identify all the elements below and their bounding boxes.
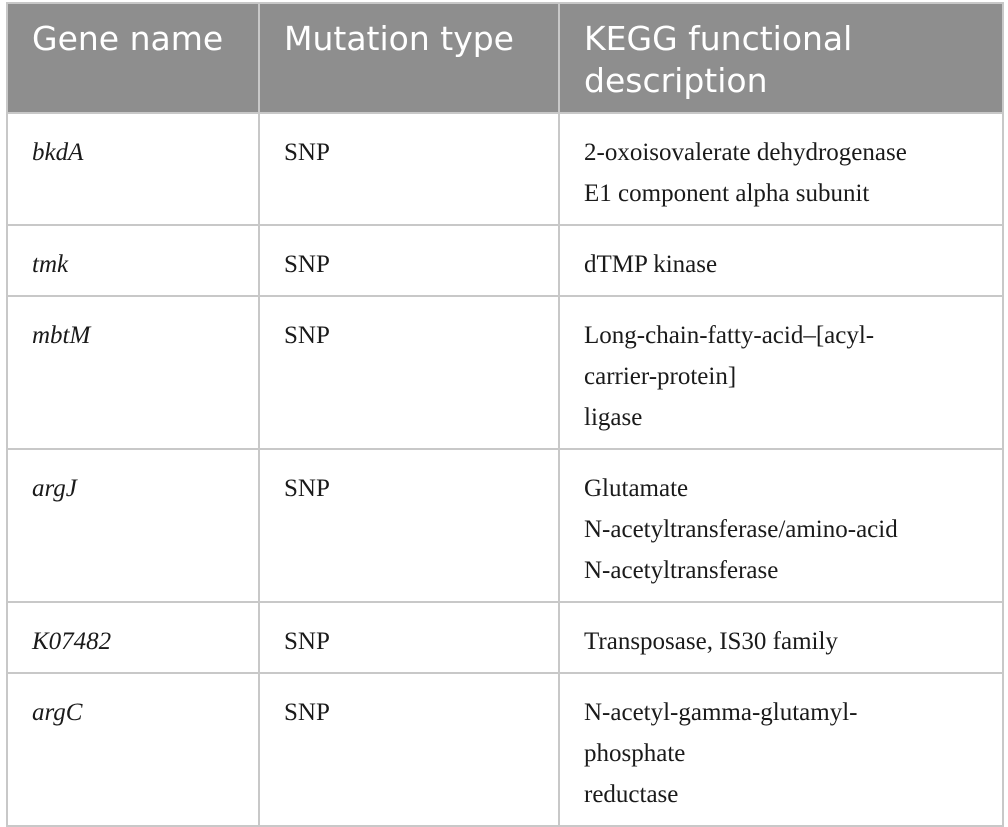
gene-mutation-table: Gene name Mutation type KEGG functional … xyxy=(6,2,1004,827)
header-kegg-line-2: description xyxy=(584,61,768,100)
gene-cell: K07482 xyxy=(6,601,260,674)
header-gene-name: Gene name xyxy=(6,2,260,114)
gene-cell: argJ xyxy=(6,448,260,603)
description-cell: Long-chain-fatty-acid–[acyl- carrier-pro… xyxy=(558,295,1004,450)
table-row: tmk SNP dTMP kinase xyxy=(6,224,1004,297)
mutation-cell: SNP xyxy=(258,448,560,603)
gene-cell: bkdA xyxy=(6,112,260,226)
description-line: Transposase, IS30 family xyxy=(584,628,838,655)
header-kegg-line-1: KEGG functional xyxy=(584,19,853,58)
description-line: ligase xyxy=(584,404,643,431)
description-line: E1 component alpha subunit xyxy=(584,180,870,207)
table-row: argC SNP N-acetyl-gamma-glutamyl- phosph… xyxy=(6,672,1004,827)
header-row: Gene name Mutation type KEGG functional … xyxy=(6,2,1004,114)
description-line: N-acetyltransferase xyxy=(584,557,779,584)
table-body: bkdA SNP 2-oxoisovalerate dehydrogenase … xyxy=(6,112,1004,827)
table-row: bkdA SNP 2-oxoisovalerate dehydrogenase … xyxy=(6,112,1004,226)
description-line: 2-oxoisovalerate dehydrogenase xyxy=(584,139,907,166)
table-row: K07482 SNP Transposase, IS30 family xyxy=(6,601,1004,674)
description-line: N-acetyltransferase/amino-acid xyxy=(584,516,898,543)
description-cell: 2-oxoisovalerate dehydrogenase E1 compon… xyxy=(558,112,1004,226)
description-cell: dTMP kinase xyxy=(558,224,1004,297)
description-cell: Glutamate N-acetyltransferase/amino-acid… xyxy=(558,448,1004,603)
mutation-cell: SNP xyxy=(258,601,560,674)
mutation-cell: SNP xyxy=(258,672,560,827)
description-line: Long-chain-fatty-acid–[acyl- xyxy=(584,322,875,349)
mutation-cell: SNP xyxy=(258,224,560,297)
gene-cell: mbtM xyxy=(6,295,260,450)
table-row: mbtM SNP Long-chain-fatty-acid–[acyl- ca… xyxy=(6,295,1004,450)
description-line: dTMP kinase xyxy=(584,251,718,278)
description-cell: N-acetyl-gamma-glutamyl- phosphate reduc… xyxy=(558,672,1004,827)
description-line: carrier-protein] xyxy=(584,363,737,390)
description-line: N-acetyl-gamma-glutamyl- xyxy=(584,699,858,726)
header-mutation-type: Mutation type xyxy=(258,2,560,114)
description-cell: Transposase, IS30 family xyxy=(558,601,1004,674)
description-line: reductase xyxy=(584,781,679,808)
header-kegg-description: KEGG functional description xyxy=(558,2,1004,114)
description-line: phosphate xyxy=(584,740,686,767)
description-line: Glutamate xyxy=(584,475,689,502)
gene-cell: tmk xyxy=(6,224,260,297)
mutation-cell: SNP xyxy=(258,295,560,450)
table-row: argJ SNP Glutamate N-acetyltransferase/a… xyxy=(6,448,1004,603)
mutation-cell: SNP xyxy=(258,112,560,226)
gene-cell: argC xyxy=(6,672,260,827)
table-header: Gene name Mutation type KEGG functional … xyxy=(6,2,1004,114)
